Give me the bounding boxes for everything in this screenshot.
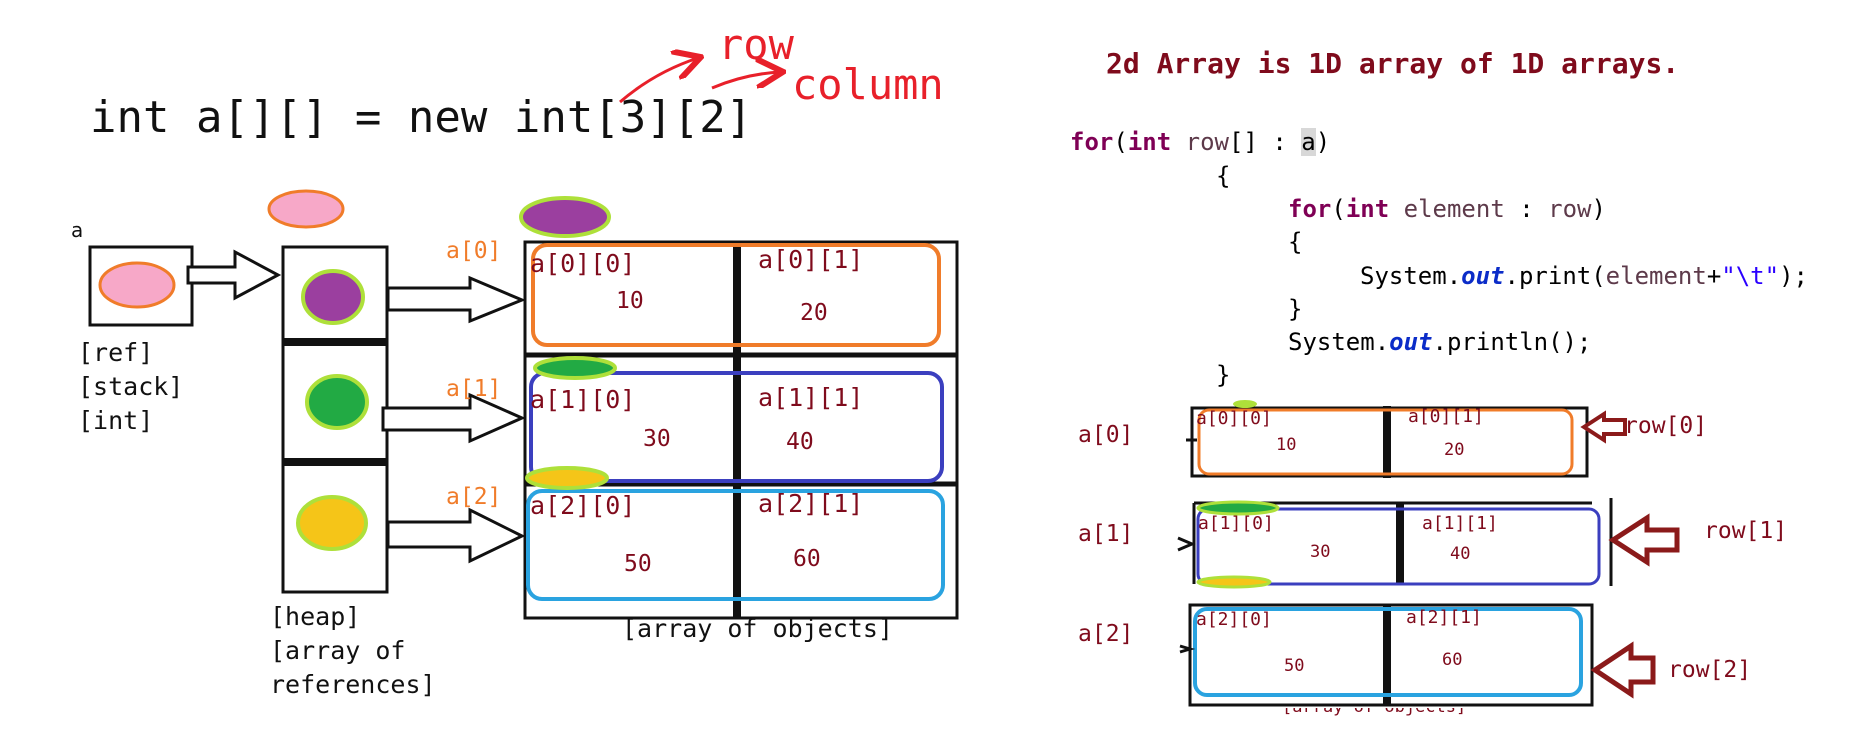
- right-cell-value: 60: [1442, 650, 1463, 670]
- ref-pink-circle: [98, 261, 176, 309]
- right-cell-index: a[1][0]: [1198, 513, 1274, 534]
- row-ref-label-1: row[1]: [1704, 518, 1788, 544]
- row1-ref-arrow: [1608, 513, 1680, 567]
- heap-label: [heap]: [270, 602, 361, 631]
- left-cell-value: 30: [643, 426, 671, 452]
- right-array-row0: [1190, 400, 1589, 478]
- left-cell-value: 50: [624, 551, 652, 577]
- right-pointer-row2: [1179, 644, 1196, 654]
- right-row-label-1: a[1]: [1078, 521, 1134, 547]
- column-annotation-arrow: [711, 72, 780, 90]
- code-line-print: System.out.print(element+"\t");: [1360, 262, 1808, 290]
- row0-ref-arrow: [1580, 410, 1627, 444]
- ref-to-heap-arrow: [186, 249, 282, 301]
- right-array-of-objects-caption: [array of objects]: [1282, 708, 1466, 716]
- left-cell-index: a[0][1]: [758, 245, 864, 274]
- right-cell-value: 50: [1284, 656, 1305, 676]
- right-title: 2d Array is 1D array of 1D arrays.: [1106, 47, 1680, 80]
- right-pointer-row1: [1177, 536, 1196, 552]
- array-of-label: [array of: [270, 636, 406, 665]
- right-caption-clip: [array of objects]: [1270, 708, 1570, 717]
- right-row-label-0: a[0]: [1078, 422, 1134, 448]
- right-cell-value: 40: [1450, 544, 1471, 564]
- left-cell-value: 10: [616, 288, 644, 314]
- heap-purple-circle: [301, 269, 365, 325]
- row2-yellow-marker: [525, 466, 609, 490]
- references-label: references]: [270, 670, 436, 699]
- right-array-row1: [1192, 498, 1613, 589]
- right-cell-value: 30: [1310, 542, 1331, 562]
- row0-outline: [531, 243, 941, 347]
- left-cell-index: a[2][0]: [530, 491, 636, 520]
- heap-pink-marker: [267, 189, 345, 229]
- code-line-inner-brace-close: }: [1288, 295, 1303, 323]
- row2-ref-arrow: [1590, 641, 1656, 699]
- array-declaration: int a[][] = new int[3][2]: [90, 92, 753, 143]
- left-row-label-2: a[2]: [446, 484, 502, 510]
- row-annotation-label: row: [718, 20, 794, 69]
- right-cell-value: 10: [1276, 435, 1297, 455]
- row1-green-marker: [533, 356, 617, 380]
- code-line-println: System.out.println();: [1288, 328, 1592, 356]
- array-of-objects-caption: [array of objects]: [622, 614, 893, 643]
- left-cell-value: 60: [793, 546, 821, 572]
- right-cell-index: a[2][0]: [1196, 609, 1272, 630]
- array-purple-marker: [519, 196, 611, 238]
- code-line-inner-brace-open: {: [1288, 228, 1303, 256]
- row-ref-label-2: row[2]: [1668, 657, 1752, 683]
- left-row-label-1: a[1]: [446, 376, 502, 402]
- left-cell-value: 40: [786, 429, 814, 455]
- left-cell-index: a[0][0]: [530, 249, 636, 278]
- right-cell-value: 20: [1444, 440, 1465, 460]
- row2-outline: [526, 489, 945, 601]
- left-cell-index: a[2][1]: [758, 489, 864, 518]
- left-cell-value: 20: [800, 300, 828, 326]
- code-line-inner-for: for(int element : row): [1288, 195, 1606, 223]
- heap-to-row0-arrow: [386, 275, 526, 324]
- right-row-label-2: a[2]: [1078, 621, 1134, 647]
- left-row-label-0: a[0]: [446, 238, 502, 264]
- heap-to-row2-arrow: [386, 507, 526, 564]
- heap-green-circle: [305, 374, 369, 430]
- left-cell-index: a[1][0]: [530, 385, 636, 414]
- ref-label: [ref]: [78, 338, 154, 367]
- stack-ref-box: [88, 245, 194, 327]
- left-cell-index: a[1][1]: [758, 383, 864, 412]
- row-annotation-arrow: [619, 58, 698, 104]
- code-line-outer-for: for(int row[] : a): [1070, 128, 1331, 156]
- variable-a-label: a: [71, 218, 84, 242]
- int-label: [int]: [78, 406, 154, 435]
- row-ref-label-0: row[0]: [1624, 413, 1708, 439]
- stack-label: [stack]: [78, 372, 184, 401]
- right-array-row2: [1188, 603, 1594, 707]
- heap-to-row1-arrow: [381, 392, 526, 444]
- code-line-brace-open: {: [1216, 162, 1231, 190]
- right-cell-index: a[1][1]: [1422, 513, 1498, 534]
- code-line-brace-close: }: [1216, 361, 1231, 389]
- right-cell-index: a[0][1]: [1408, 406, 1484, 427]
- right-cell-index: a[0][0]: [1196, 408, 1272, 429]
- column-annotation-label: column: [792, 60, 944, 109]
- row1-outline: [529, 371, 944, 483]
- heap-yellow-circle: [296, 495, 368, 551]
- right-cell-index: a[2][1]: [1406, 607, 1482, 628]
